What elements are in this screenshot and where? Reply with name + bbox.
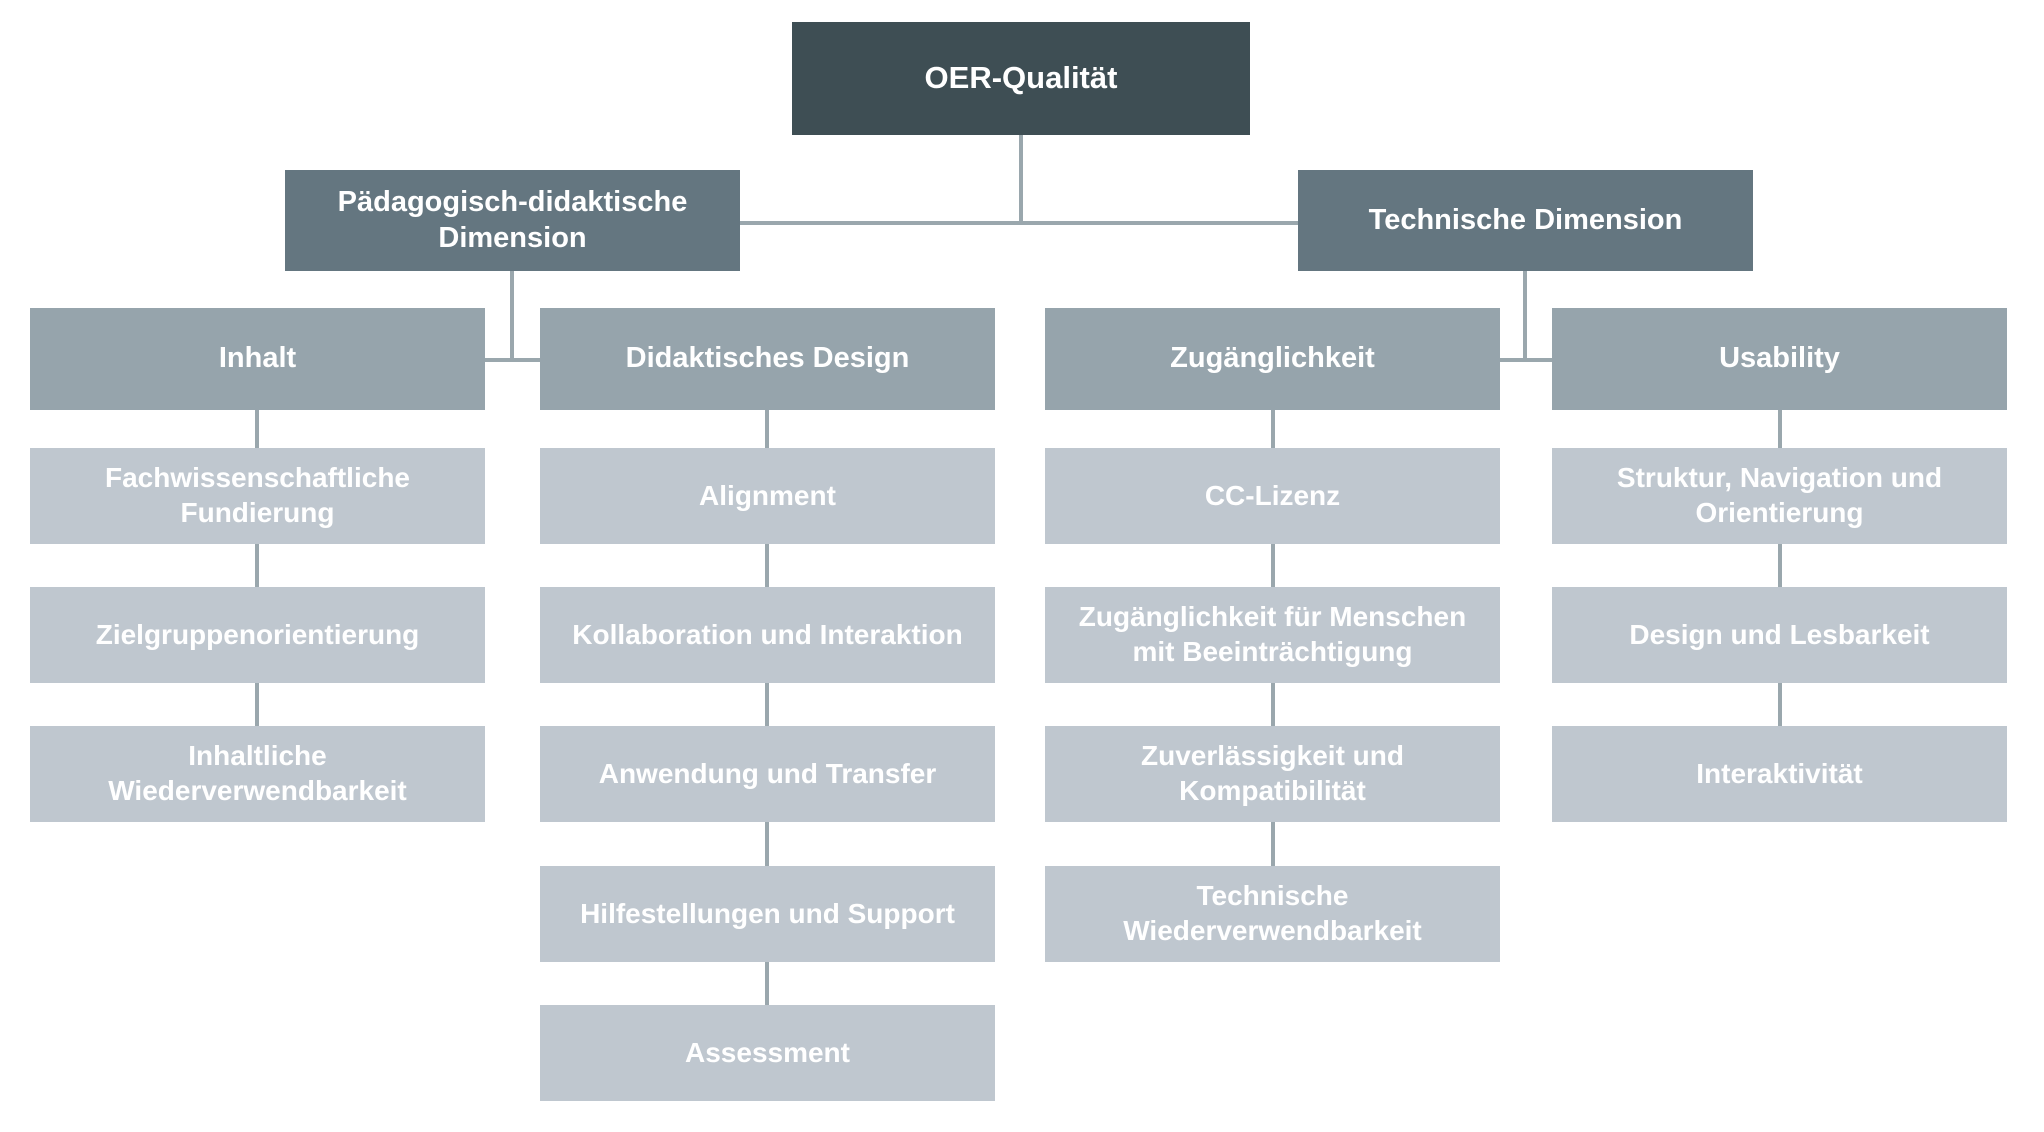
connector-pedagogical-bus	[470, 358, 552, 362]
node-didaktisches-design[interactable]: Didaktisches Design	[540, 308, 995, 410]
connector-column-zugaenglichkeit	[1271, 410, 1275, 959]
connector-technical-stem	[1523, 270, 1527, 360]
node-usability[interactable]: Usability	[1552, 308, 2007, 410]
node-zugaenglichkeit[interactable]: Zugänglichkeit	[1045, 308, 1500, 410]
node-struktur-navigation-und-orientierung[interactable]: Struktur, Navigation und Orientierung	[1552, 448, 2007, 544]
node-inhalt[interactable]: Inhalt	[30, 308, 485, 410]
node-zugaenglichkeit-fuer-menschen-mit-beeintraechtigung[interactable]: Zugänglichkeit für Menschen mit Beeinträ…	[1045, 587, 1500, 683]
node-kollaboration-und-interaktion[interactable]: Kollaboration und Interaktion	[540, 587, 995, 683]
node-oer-qualitaet[interactable]: OER-Qualität	[792, 22, 1250, 135]
node-assessment[interactable]: Assessment	[540, 1005, 995, 1101]
node-interaktivitaet[interactable]: Interaktivität	[1552, 726, 2007, 822]
node-anwendung-und-transfer[interactable]: Anwendung und Transfer	[540, 726, 995, 822]
node-technische-wiederverwendbarkeit[interactable]: Technische Wiederverwendbarkeit	[1045, 866, 1500, 962]
node-alignment[interactable]: Alignment	[540, 448, 995, 544]
node-paedagogisch-didaktische-dimension[interactable]: Pädagogisch-didaktische Dimension	[285, 170, 740, 271]
connector-pedagogical-stem	[510, 270, 514, 360]
connector-root-bus	[738, 221, 1300, 225]
connector-root-stem	[1019, 135, 1023, 223]
node-fachwissenschaftliche-fundierung[interactable]: Fachwissenschaftliche Fundierung	[30, 448, 485, 544]
node-cc-lizenz[interactable]: CC-Lizenz	[1045, 448, 1500, 544]
node-inhaltliche-wiederverwendbarkeit[interactable]: Inhaltliche Wiederverwendbarkeit	[30, 726, 485, 822]
connector-technical-bus	[1485, 358, 1567, 362]
node-zuverlaessigkeit-und-kompatibilitaet[interactable]: Zuverlässigkeit und Kompatibilität	[1045, 726, 1500, 822]
node-zielgruppenorientierung[interactable]: Zielgruppenorientierung	[30, 587, 485, 683]
node-hilfestellungen-und-support[interactable]: Hilfestellungen und Support	[540, 866, 995, 962]
node-technische-dimension[interactable]: Technische Dimension	[1298, 170, 1753, 271]
node-design-und-lesbarkeit[interactable]: Design und Lesbarkeit	[1552, 587, 2007, 683]
